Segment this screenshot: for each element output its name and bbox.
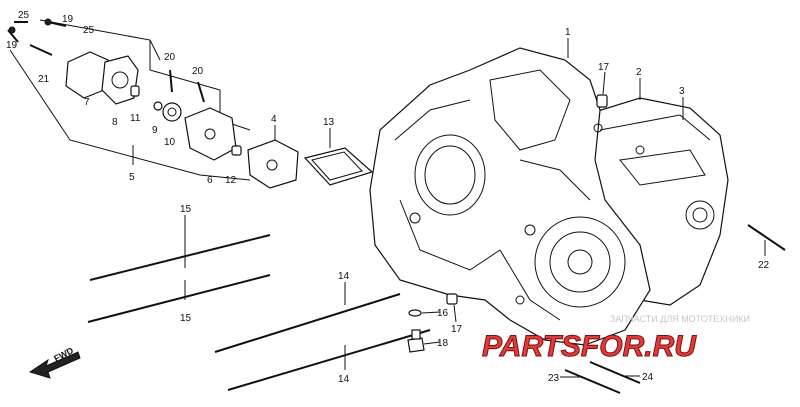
- callout-16: 16: [437, 308, 449, 319]
- callout-19-left: 19: [6, 40, 18, 51]
- callout-25-right: 25: [83, 25, 95, 36]
- drain-plug-parts: [407, 309, 425, 353]
- dowel-pin-upper: [596, 94, 608, 108]
- watermark-subtitle: ЗАПЧАСТИ ДЛЯ МОТОТЕХНИКИ: [610, 314, 750, 324]
- callout-10: 10: [164, 137, 176, 148]
- callout-15-upper: 15: [180, 204, 192, 215]
- callout-1: 1: [565, 27, 571, 38]
- callout-18: 18: [437, 338, 449, 349]
- callout-3: 3: [679, 86, 685, 97]
- callout-21: 21: [38, 74, 50, 85]
- callout-8: 8: [112, 117, 118, 128]
- callout-4: 4: [271, 114, 277, 125]
- callout-20-left: 20: [164, 52, 176, 63]
- forward-direction-arrow: FWD: [28, 345, 81, 379]
- callout-14-lower: 14: [338, 374, 350, 385]
- callout-labels: 1 2 3 4 5 6 7 8 9 10 11 12 13 14 14 15 1…: [6, 10, 770, 385]
- callout-20-right: 20: [192, 66, 204, 77]
- callout-17-lower: 17: [451, 324, 463, 335]
- watermark: ЗАПЧАСТИ ДЛЯ МОТОТЕХНИКИ PARTSFOR.RU: [482, 314, 751, 364]
- callout-5: 5: [129, 172, 135, 183]
- stud-bolts: [87, 234, 431, 391]
- callout-7: 7: [84, 97, 90, 108]
- watermark-brand: PARTSFOR.RU: [482, 330, 697, 363]
- exploded-cover-group: [7, 18, 374, 189]
- callout-15-lower: 15: [180, 313, 192, 324]
- callout-24: 24: [642, 372, 654, 383]
- callout-12: 12: [225, 175, 237, 186]
- callout-14-upper: 14: [338, 271, 350, 282]
- callout-13: 13: [323, 117, 335, 128]
- leader-lines: [132, 38, 766, 378]
- callout-9: 9: [152, 125, 158, 136]
- callout-2: 2: [636, 67, 642, 78]
- callout-6: 6: [207, 175, 213, 186]
- callout-17-upper: 17: [598, 62, 610, 73]
- callout-11: 11: [130, 113, 141, 124]
- case-bolts: [564, 224, 786, 394]
- dowel-pin-lower: [446, 293, 458, 305]
- callout-23: 23: [548, 373, 560, 384]
- callout-22: 22: [758, 260, 770, 271]
- callout-25-left: 25: [18, 10, 30, 21]
- callout-19-top: 19: [62, 14, 74, 25]
- crankcase-assembly: [369, 47, 729, 346]
